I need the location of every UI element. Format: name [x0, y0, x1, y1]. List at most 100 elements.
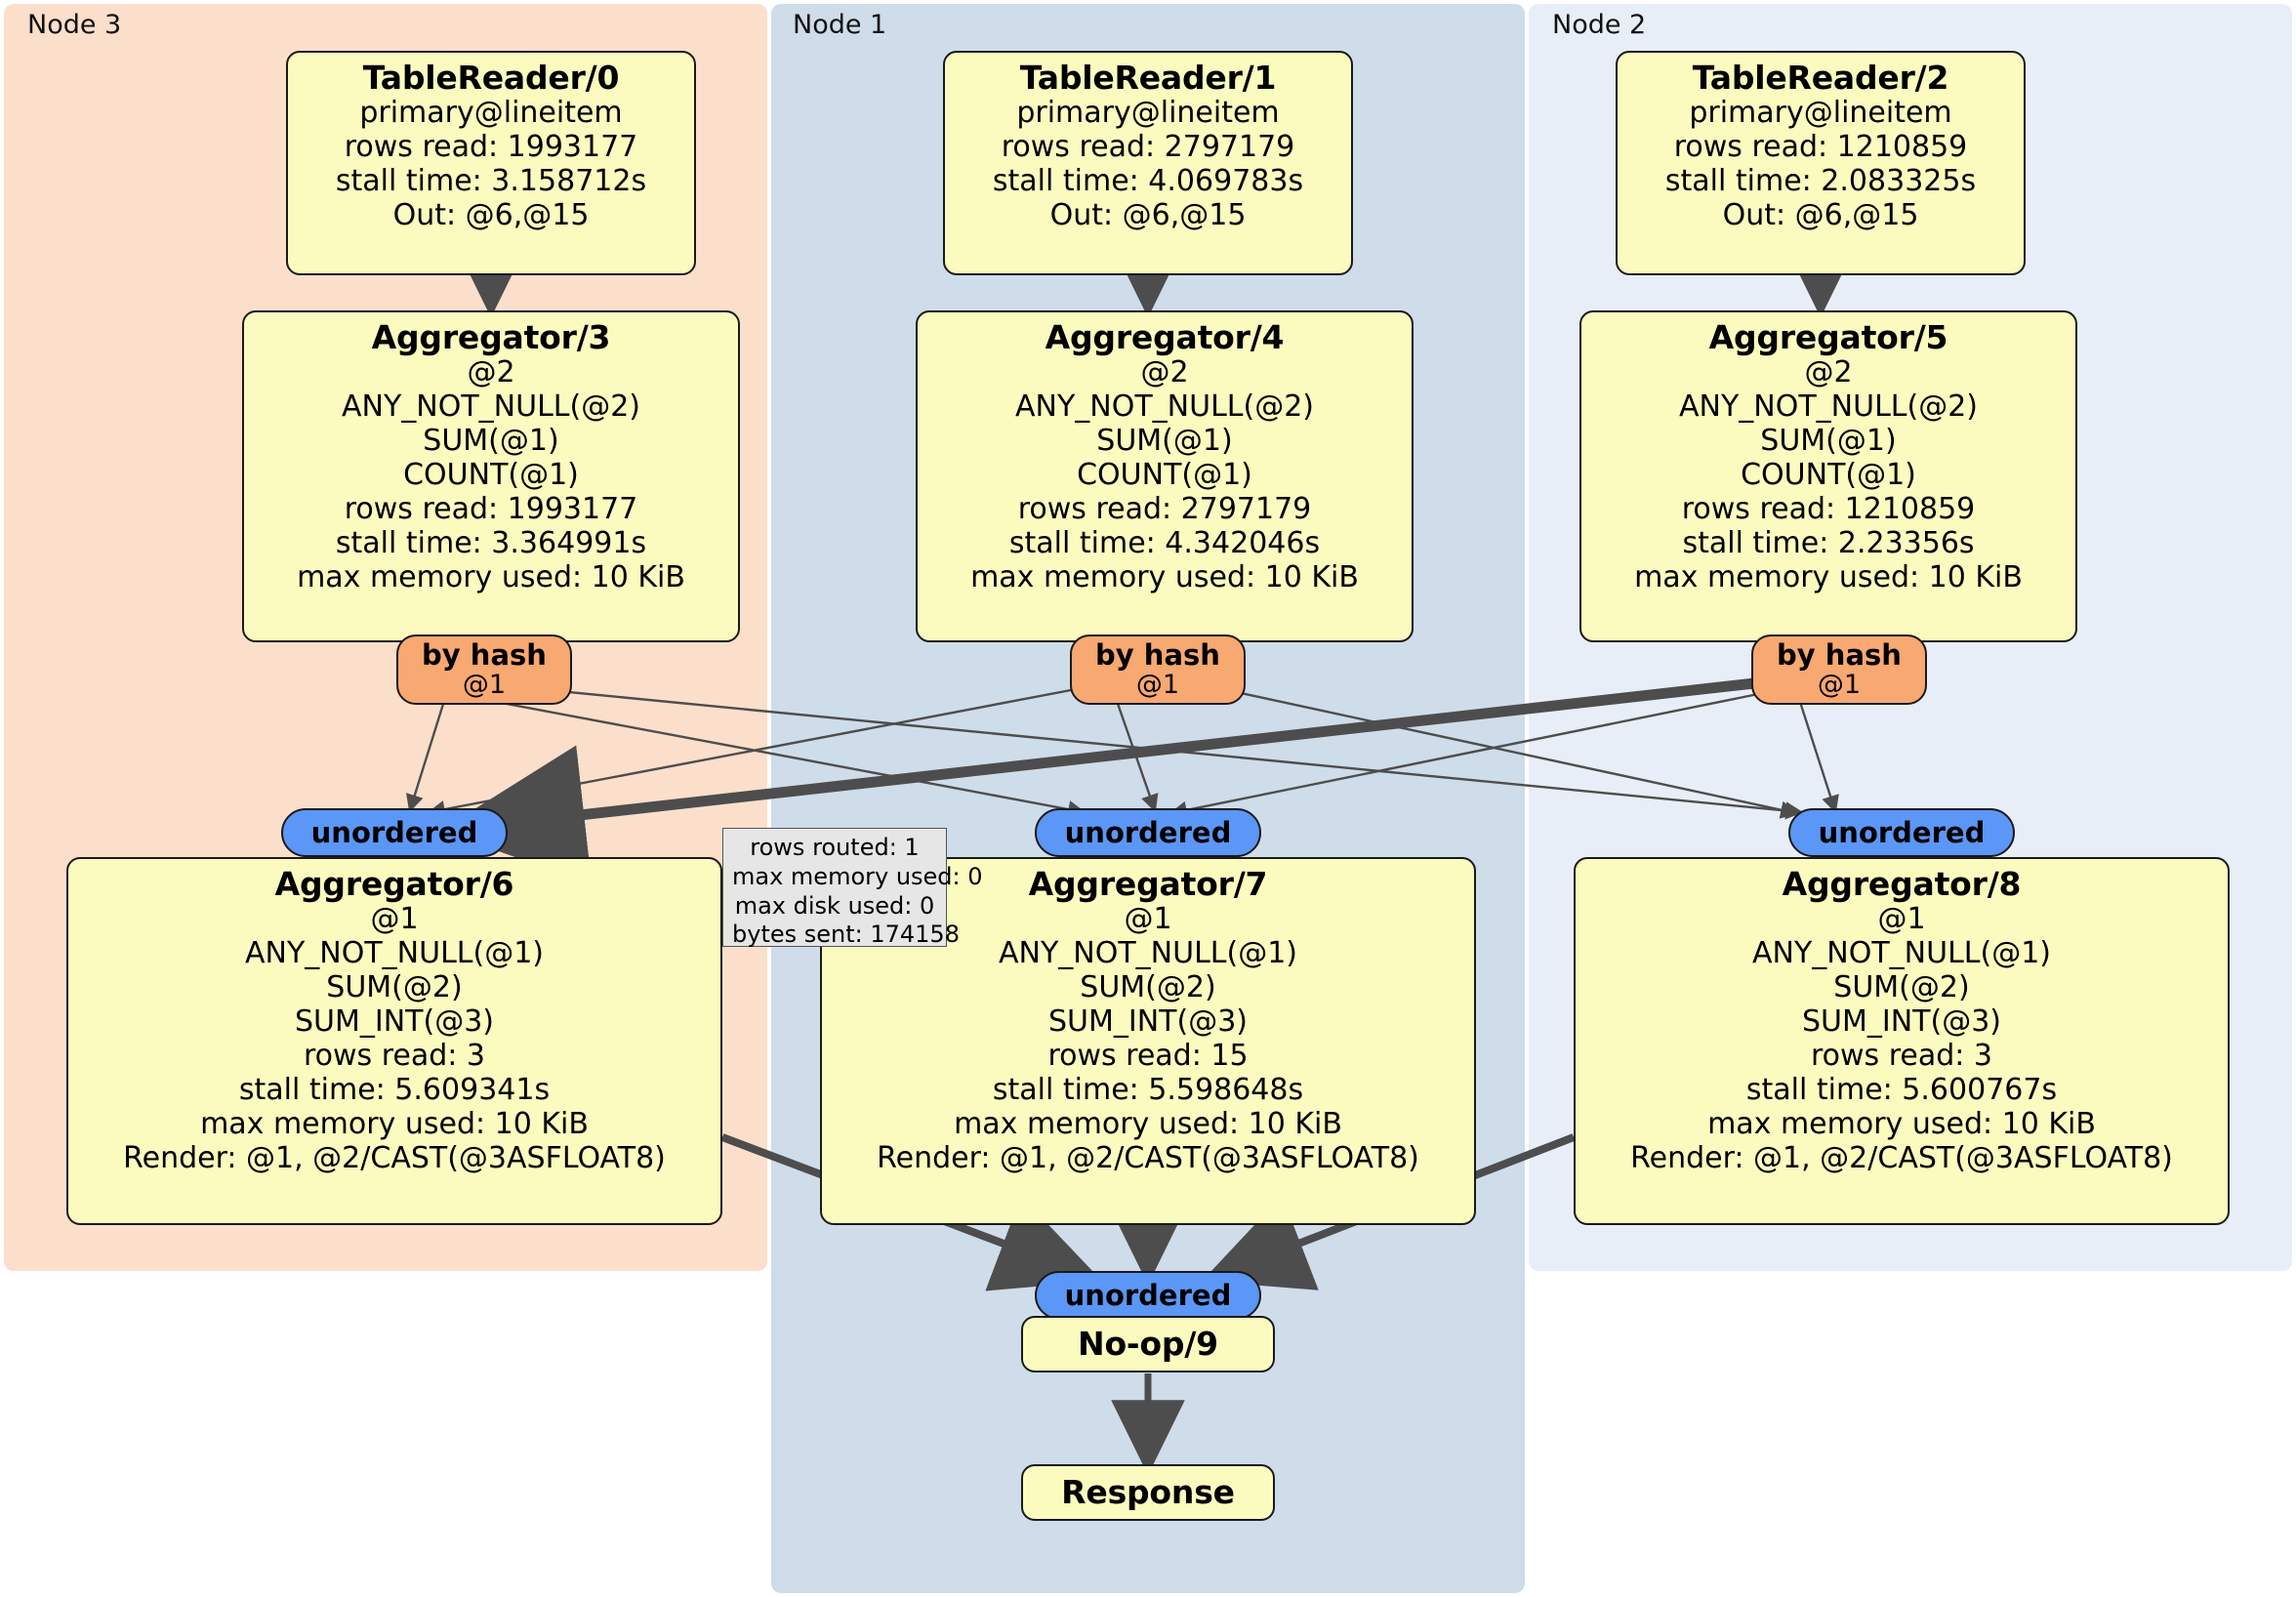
processor-line: SUM_INT(@3)	[295, 1004, 494, 1040]
processor-line: rows read: 3	[1810, 1039, 1993, 1074]
processor-line: ANY_NOT_NULL(@1)	[245, 936, 544, 971]
processor-title: TableReader/1	[1019, 59, 1277, 97]
processor-title: TableReader/0	[362, 59, 620, 97]
processor-line: COUNT(@1)	[403, 458, 579, 493]
processor-title: TableReader/2	[1692, 59, 1949, 97]
processor-line: stall time: 5.609341s	[238, 1072, 551, 1107]
processor-line: Render: @1, @2/CAST(@3ASFLOAT8)	[123, 1140, 666, 1175]
processor-line: stall time: 4.342046s	[1008, 525, 1321, 560]
processor-title: Aggregator/8	[1782, 865, 2022, 903]
processor-title: Aggregator/6	[274, 865, 514, 903]
processor-aggregator-8[interactable]: Aggregator/8 @1 ANY_NOT_NULL(@1) SUM(@2)…	[1574, 857, 2230, 1225]
processor-line: rows read: 1993177	[344, 130, 638, 165]
processor-line: rows read: 1993177	[344, 492, 638, 527]
processor-tablereader-0[interactable]: TableReader/0 primary@lineitem rows read…	[286, 51, 696, 275]
router-type-label: by hash	[1777, 637, 1902, 672]
processor-line: SUM(@1)	[423, 424, 559, 459]
processor-line: @2	[1804, 355, 1853, 390]
processor-line: max memory used: 10 KiB	[1634, 559, 2023, 594]
processor-line: max memory used: 10 KiB	[954, 1106, 1342, 1141]
processor-aggregator-3[interactable]: Aggregator/3 @2 ANY_NOT_NULL(@2) SUM(@1)…	[242, 310, 740, 642]
processor-line: ANY_NOT_NULL(@1)	[999, 936, 1297, 971]
stream-stats-tooltip: rows routed: 1 max memory used: 0 max di…	[722, 828, 983, 948]
processor-line: ANY_NOT_NULL(@2)	[342, 389, 640, 425]
processor-line: primary@lineitem	[1016, 96, 1280, 131]
processor-line: stall time: 5.598648s	[992, 1072, 1304, 1107]
router-column-label: @1	[462, 670, 507, 701]
router-label: unordered	[1818, 815, 1986, 849]
cluster-label-node3: Node 3	[27, 10, 122, 40]
processor-line: ANY_NOT_NULL(@2)	[1679, 389, 1978, 425]
processor-aggregator-6[interactable]: Aggregator/6 @1 ANY_NOT_NULL(@1) SUM(@2)…	[66, 857, 722, 1225]
processor-line: Out: @6,@15	[392, 198, 590, 233]
processor-line: primary@lineitem	[1689, 96, 1952, 131]
processor-line: SUM(@1)	[1096, 424, 1233, 459]
processor-response[interactable]: Response	[1021, 1464, 1275, 1521]
processor-line: rows read: 15	[1047, 1039, 1249, 1074]
router-by-hash-node1[interactable]: by hash @1	[1070, 635, 1246, 705]
processor-line: @2	[1140, 355, 1189, 390]
processor-line: SUM(@2)	[1080, 970, 1216, 1005]
processor-line: Render: @1, @2/CAST(@3ASFLOAT8)	[877, 1140, 1419, 1175]
router-label: unordered	[310, 815, 478, 849]
router-type-label: by hash	[422, 637, 547, 672]
processor-aggregator-5[interactable]: Aggregator/5 @2 ANY_NOT_NULL(@2) SUM(@1)…	[1579, 310, 2077, 642]
processor-line: COUNT(@1)	[1741, 458, 1916, 493]
processor-line: Out: @6,@15	[1722, 198, 1919, 233]
processor-title: Aggregator/3	[371, 318, 611, 356]
processor-line: ANY_NOT_NULL(@2)	[1015, 389, 1314, 425]
cluster-label-node1: Node 1	[793, 10, 887, 40]
processor-line: primary@lineitem	[359, 96, 623, 131]
tooltip-line: max memory used: 0	[732, 862, 983, 890]
router-by-hash-node2[interactable]: by hash @1	[1751, 635, 1927, 705]
processor-line: SUM_INT(@3)	[1802, 1004, 2001, 1040]
processor-line: stall time: 2.23356s	[1682, 525, 1975, 560]
tooltip-line: rows routed: 1	[750, 834, 920, 861]
processor-line: max memory used: 10 KiB	[297, 559, 685, 594]
processor-line: @1	[1877, 902, 1926, 937]
processor-line: max memory used: 10 KiB	[200, 1106, 589, 1141]
processor-aggregator-4[interactable]: Aggregator/4 @2 ANY_NOT_NULL(@2) SUM(@1)…	[916, 310, 1414, 642]
processor-line: SUM(@2)	[1833, 970, 1970, 1005]
processor-line: SUM(@1)	[1760, 424, 1897, 459]
processor-line: rows read: 1210859	[1673, 130, 1968, 165]
router-type-label: by hash	[1095, 637, 1220, 672]
processor-noop-9[interactable]: No-op/9	[1021, 1316, 1275, 1372]
router-label: unordered	[1064, 1278, 1232, 1312]
processor-tablereader-1[interactable]: TableReader/1 primary@lineitem rows read…	[943, 51, 1353, 275]
processor-line: Out: @6,@15	[1049, 198, 1247, 233]
router-unordered-node3[interactable]: unordered	[281, 808, 508, 857]
router-column-label: @1	[1817, 670, 1862, 701]
cluster-label-node2: Node 2	[1552, 10, 1647, 40]
processor-title: Aggregator/5	[1708, 318, 1948, 356]
processor-tablereader-2[interactable]: TableReader/2 primary@lineitem rows read…	[1616, 51, 2026, 275]
processor-line: rows read: 2797179	[1001, 130, 1295, 165]
router-unordered-node2[interactable]: unordered	[1788, 808, 2015, 857]
processor-line: SUM_INT(@3)	[1048, 1004, 1248, 1040]
processor-line: rows read: 1210859	[1681, 492, 1976, 527]
router-unordered-node1[interactable]: unordered	[1035, 808, 1261, 857]
router-column-label: @1	[1135, 670, 1180, 701]
processor-line: rows read: 3	[303, 1039, 486, 1074]
processor-line: COUNT(@1)	[1077, 458, 1252, 493]
router-by-hash-node3[interactable]: by hash @1	[396, 635, 572, 705]
processor-line: max memory used: 10 KiB	[970, 559, 1359, 594]
router-unordered-final[interactable]: unordered	[1035, 1271, 1261, 1320]
processor-title: Aggregator/4	[1045, 318, 1285, 356]
processor-title: Aggregator/7	[1028, 865, 1268, 903]
processor-title: No-op/9	[1078, 1325, 1218, 1364]
processor-line: ANY_NOT_NULL(@1)	[1752, 936, 2051, 971]
tooltip-line: max disk used: 0	[734, 891, 935, 920]
processor-line: stall time: 4.069783s	[992, 164, 1304, 199]
processor-line: stall time: 5.600767s	[1745, 1072, 2058, 1107]
processor-line: Render: @1, @2/CAST(@3ASFLOAT8)	[1630, 1140, 2173, 1175]
processor-title: Response	[1061, 1473, 1235, 1512]
processor-line: @1	[1124, 902, 1172, 937]
processor-line: SUM(@2)	[326, 970, 463, 1005]
processor-line: stall time: 3.158712s	[335, 164, 647, 199]
processor-line: max memory used: 10 KiB	[1707, 1106, 2096, 1141]
router-label: unordered	[1064, 815, 1232, 849]
processor-line: @1	[370, 902, 419, 937]
processor-line: stall time: 2.083325s	[1664, 164, 1977, 199]
